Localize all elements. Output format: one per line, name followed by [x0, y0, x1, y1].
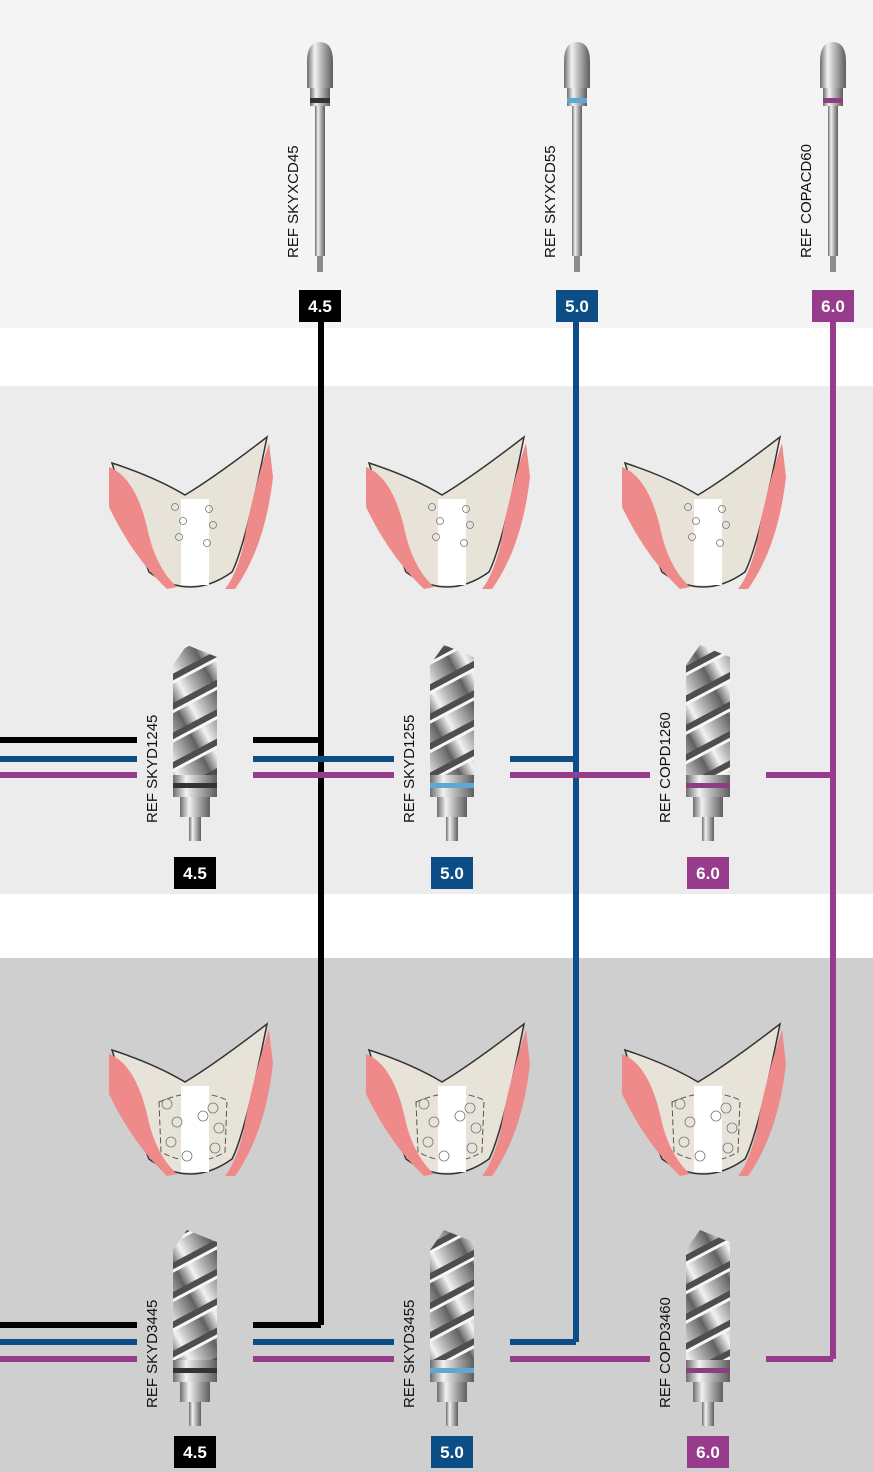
countersink-ref-label: REF SKYXCD45	[285, 145, 302, 258]
drill-size-badge: 6.0	[687, 1436, 729, 1468]
size-badge-label: 5.0	[440, 864, 464, 883]
size-badge-label: 6.0	[821, 297, 845, 316]
drill-ref-label: REF SKYD3445	[144, 1300, 161, 1408]
drill-ref-label: REF SKYD1255	[401, 715, 418, 823]
drill-ref-label: REF COPD3460	[657, 1297, 674, 1408]
size-badge-label: 5.0	[440, 1443, 464, 1462]
countersink-size-badge: 5.0	[556, 290, 598, 322]
size-badge-label: 4.5	[308, 297, 332, 316]
size-badge-label: 6.0	[696, 864, 720, 883]
drill-ref-label: REF SKYD1245	[144, 715, 161, 823]
size-badge-label: 4.5	[183, 864, 207, 883]
drill-ref-label: REF SKYD3455	[401, 1300, 418, 1408]
size-badge-label: 5.0	[565, 297, 589, 316]
drill-size-badge: 4.5	[174, 857, 216, 889]
size-badge-label: 4.5	[183, 1443, 207, 1462]
drill-size-badge: 5.0	[431, 1436, 473, 1468]
size-badge-label: 6.0	[696, 1443, 720, 1462]
countersink-panel	[0, 0, 873, 328]
countersink-size-badge: 4.5	[299, 290, 341, 322]
countersink-size-badge: 6.0	[812, 290, 854, 322]
dense-bone-panel	[0, 386, 873, 894]
drill-size-badge: 4.5	[174, 1436, 216, 1468]
drill-ref-label: REF COPD1260	[657, 712, 674, 823]
drill-size-badge: 5.0	[431, 857, 473, 889]
drill-size-badge: 6.0	[687, 857, 729, 889]
countersink-ref-label: REF COPACD60	[798, 144, 815, 258]
countersink-ref-label: REF SKYXCD55	[542, 145, 559, 258]
